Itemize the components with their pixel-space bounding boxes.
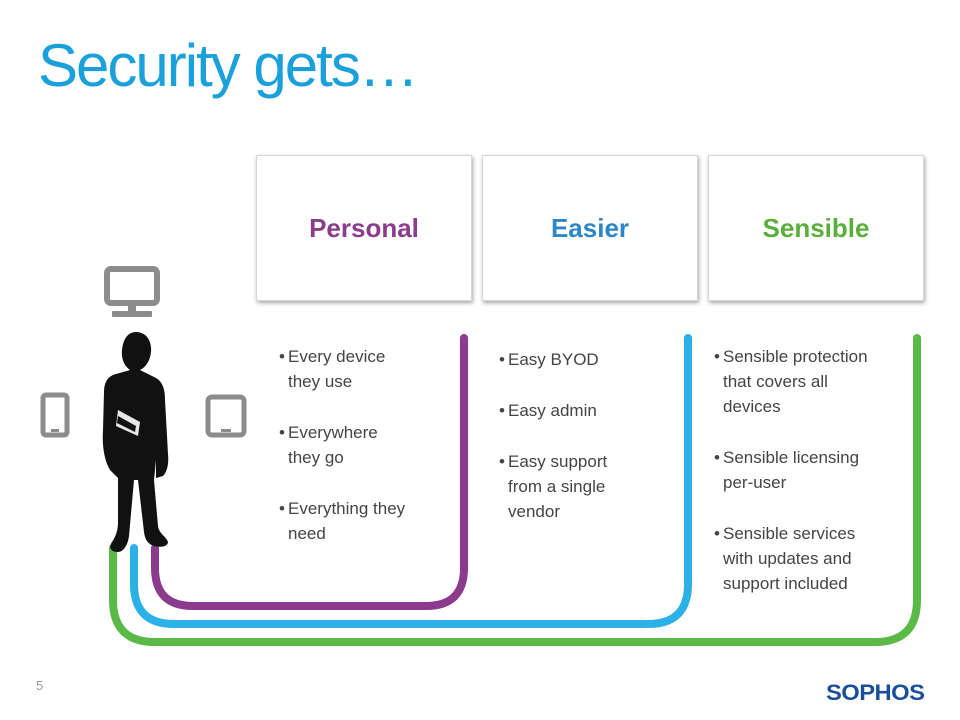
desktop-monitor-icon <box>104 266 160 317</box>
list-item: Easy BYOD <box>499 347 669 372</box>
blue-connector-line <box>130 334 692 628</box>
list-item: Easy support from a single vendor <box>499 449 669 524</box>
heading-personal: Personal <box>309 212 419 243</box>
list-item: Everything they need <box>279 496 459 546</box>
heading-easier: Easier <box>550 212 630 243</box>
green-connector-line <box>109 334 921 646</box>
personal-bullet-list: Every device they use Everywhere they go… <box>279 344 459 572</box>
easier-bullet-list: Easy BYOD Easy admin Easy support from a… <box>499 347 669 550</box>
card-easier: Easier <box>482 155 698 301</box>
list-item: Sensible licensing per-user <box>714 445 914 495</box>
purple-connector-line <box>151 334 468 610</box>
businessman-silhouette-icon <box>102 332 169 552</box>
list-item: Sensible protection that covers all devi… <box>714 344 914 419</box>
page-number: 5 <box>36 678 44 693</box>
list-item: Every device they use <box>279 344 459 394</box>
card-sensible: Sensible <box>708 155 924 301</box>
sensible-bullet-list: Sensible protection that covers all devi… <box>714 344 914 622</box>
card-personal: Personal <box>256 155 472 301</box>
slide-title: Security gets… <box>38 32 419 99</box>
sophos-logo: SOPHOS <box>826 680 925 705</box>
heading-sensible: Sensible <box>762 212 870 243</box>
tablet-icon <box>205 394 247 438</box>
list-item: Easy admin <box>499 398 669 423</box>
list-item: Sensible services with updates and suppo… <box>714 521 914 596</box>
smartphone-icon <box>40 392 70 438</box>
list-item: Everywhere they go <box>279 420 459 470</box>
